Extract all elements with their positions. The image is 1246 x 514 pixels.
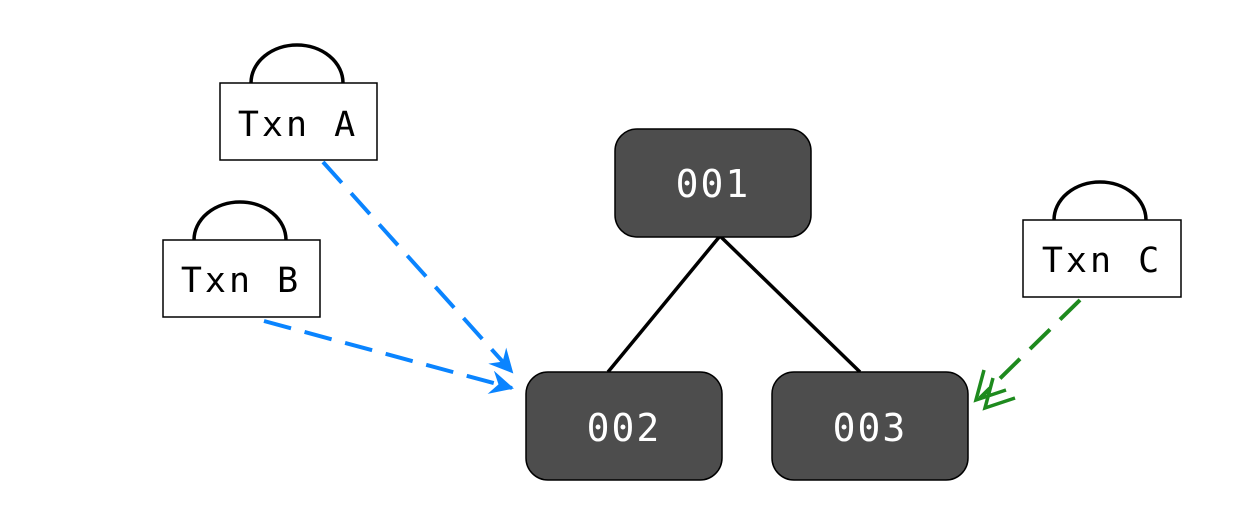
txn-b-label: Txn B [181,261,301,301]
lock-shackle-icon [1052,180,1148,221]
txn-a: Txn A [219,43,378,161]
double-arrowhead-icon [973,369,1007,403]
arrow-txn-c-to-003 [973,298,1082,411]
txn-a-label: Txn A [238,105,358,145]
lock-shackle-icon [249,43,345,84]
node-001: 001 [614,128,812,238]
arrow-txn-a-to-002 [321,160,514,374]
txn-c-label: Txn C [1042,241,1162,281]
txn-c: Txn C [1022,180,1182,298]
node-001-label: 001 [676,162,751,206]
arrow-txn-b-to-002 [263,319,514,394]
edge-001-003 [718,234,862,374]
node-002: 002 [525,371,723,481]
txn-b: Txn B [162,200,321,318]
node-002-label: 002 [587,406,662,450]
edge-001-002 [606,234,722,374]
lock-shackle-icon [192,200,288,241]
node-003: 003 [771,371,969,481]
node-003-label: 003 [833,406,908,450]
